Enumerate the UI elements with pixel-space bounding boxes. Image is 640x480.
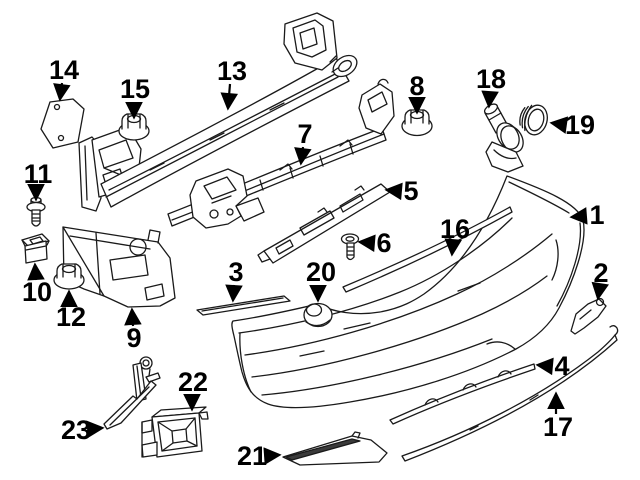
leader-arrow-19: [549, 116, 569, 134]
part-number-label-12[interactable]: 12: [56, 302, 86, 332]
part-number-label-13[interactable]: 13: [217, 56, 247, 86]
part-callout-10[interactable]: 10: [22, 262, 52, 307]
part-callout-3[interactable]: 3: [225, 257, 244, 303]
part-number-label-8[interactable]: 8: [409, 71, 424, 101]
part-callout-4[interactable]: 4: [535, 351, 570, 381]
part-number-label-6[interactable]: 6: [376, 228, 391, 258]
part-13-impact-bar: [78, 12, 358, 212]
leader-arrow-21: [263, 447, 282, 465]
part-14-plate: [40, 98, 85, 149]
part-number-label-9[interactable]: 9: [126, 323, 141, 353]
part-21-reflector: [282, 431, 388, 466]
part-22-bracket-box: [141, 406, 209, 458]
part-callout-11[interactable]: 11: [24, 159, 53, 202]
part-callout-7[interactable]: 7: [294, 119, 313, 166]
part-callout-6[interactable]: 6: [357, 228, 392, 258]
part-callout-2[interactable]: 2: [591, 258, 609, 301]
part-18-pdc-sensor: [483, 103, 524, 173]
part-number-label-14[interactable]: 14: [49, 55, 79, 85]
part-callout-9[interactable]: 9: [124, 307, 142, 353]
part-callout-1[interactable]: 1: [569, 200, 605, 230]
leader-arrow-10: [27, 262, 45, 281]
part-callout-20[interactable]: 20: [306, 257, 336, 303]
part-17-lower-trim: [401, 325, 619, 462]
part-4-trim-strip: [389, 363, 536, 425]
part-callout-22[interactable]: 22: [178, 367, 208, 412]
part-number-label-1[interactable]: 1: [589, 200, 604, 230]
leader-arrow-3: [225, 284, 243, 303]
part-number-label-10[interactable]: 10: [22, 277, 52, 307]
part-10-expansion-nut: [21, 233, 50, 264]
part-2-tow-hook-cover: [570, 297, 607, 335]
leader-arrow-9: [124, 307, 142, 327]
leader-arrow-23: [86, 420, 105, 439]
leader-arrow-1: [569, 207, 588, 225]
part-number-label-4[interactable]: 4: [554, 351, 569, 381]
part-callout-8[interactable]: 8: [408, 71, 426, 115]
part-number-label-17[interactable]: 17: [543, 412, 573, 442]
leader-arrow-4: [535, 357, 554, 376]
part-callout-21[interactable]: 21: [237, 441, 282, 471]
leader-arrow-5: [384, 182, 403, 201]
part-7-energy-absorber: [167, 78, 395, 229]
part-8-flange-nut: [401, 109, 433, 137]
part-number-label-18[interactable]: 18: [476, 64, 506, 94]
leader-arrow-18: [481, 90, 499, 109]
part-16-upper-trim: [342, 206, 513, 293]
part-1-bumper-cover: [231, 175, 585, 409]
part-20-grommet: [303, 302, 333, 328]
part-number-label-16[interactable]: 16: [440, 214, 470, 244]
part-number-label-15[interactable]: 15: [120, 74, 150, 104]
part-number-label-23[interactable]: 23: [61, 415, 91, 445]
part-23-mounting-bracket: [103, 356, 161, 430]
part-callout-16[interactable]: 16: [440, 214, 470, 257]
part-3-trim-strip: [196, 295, 291, 316]
part-number-label-2[interactable]: 2: [593, 258, 608, 288]
part-19-sensor-ring: [519, 104, 548, 136]
part-11-screw: [26, 196, 46, 227]
part-number-label-3[interactable]: 3: [228, 257, 243, 287]
leader-arrow-2: [591, 281, 609, 301]
leader-arrow-13: [220, 83, 239, 111]
part-number-label-11[interactable]: 11: [24, 159, 53, 189]
part-callout-15[interactable]: 15: [120, 74, 150, 120]
part-number-label-20[interactable]: 20: [306, 257, 336, 287]
part-callout-18[interactable]: 18: [476, 64, 506, 109]
part-number-label-5[interactable]: 5: [403, 176, 418, 206]
part-callout-17[interactable]: 17: [543, 391, 573, 442]
part-number-label-22[interactable]: 22: [178, 367, 208, 397]
part-number-label-7[interactable]: 7: [297, 119, 312, 149]
part-callout-13[interactable]: 13: [217, 56, 247, 111]
part-number-label-19[interactable]: 19: [565, 110, 595, 140]
part-15-flange-nut: [118, 113, 150, 141]
part-5-support: [257, 183, 391, 264]
part-callout-12[interactable]: 12: [56, 289, 86, 332]
part-callout-19[interactable]: 19: [549, 110, 595, 140]
leader-arrow-6: [357, 234, 376, 253]
part-callout-23[interactable]: 23: [61, 415, 105, 445]
leader-arrow-16: [444, 238, 463, 257]
part-number-label-21[interactable]: 21: [237, 441, 267, 471]
part-callout-14[interactable]: 14: [49, 55, 79, 102]
part-12-flange-nut: [53, 263, 85, 290]
leader-arrow-7: [294, 146, 312, 166]
part-callout-5[interactable]: 5: [384, 176, 419, 206]
leader-arrow-14: [53, 82, 71, 102]
part-6-screw: [340, 233, 360, 261]
